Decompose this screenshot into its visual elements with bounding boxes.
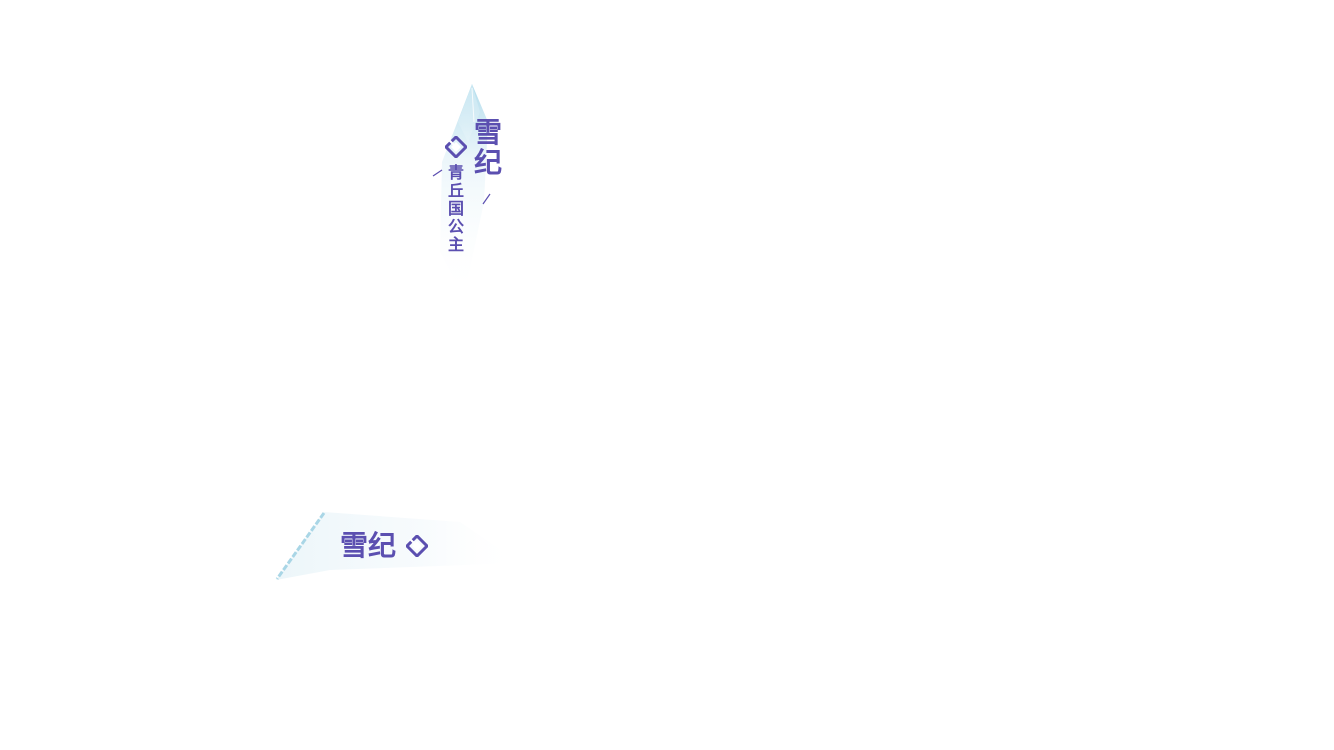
horizontal-name-card xyxy=(270,508,530,588)
ice-shard-decoration xyxy=(432,84,491,297)
character-name-horizontal: 雪纪 xyxy=(340,529,397,562)
diamond-ornament-icon xyxy=(445,136,467,158)
frost-banner-decoration xyxy=(275,512,520,580)
character-title-vertical: 青丘国公主 xyxy=(447,163,464,254)
diamond-ornament-icon xyxy=(406,535,428,557)
character-name-vertical: 雪纪 xyxy=(473,116,502,179)
vertical-name-card xyxy=(428,82,518,302)
